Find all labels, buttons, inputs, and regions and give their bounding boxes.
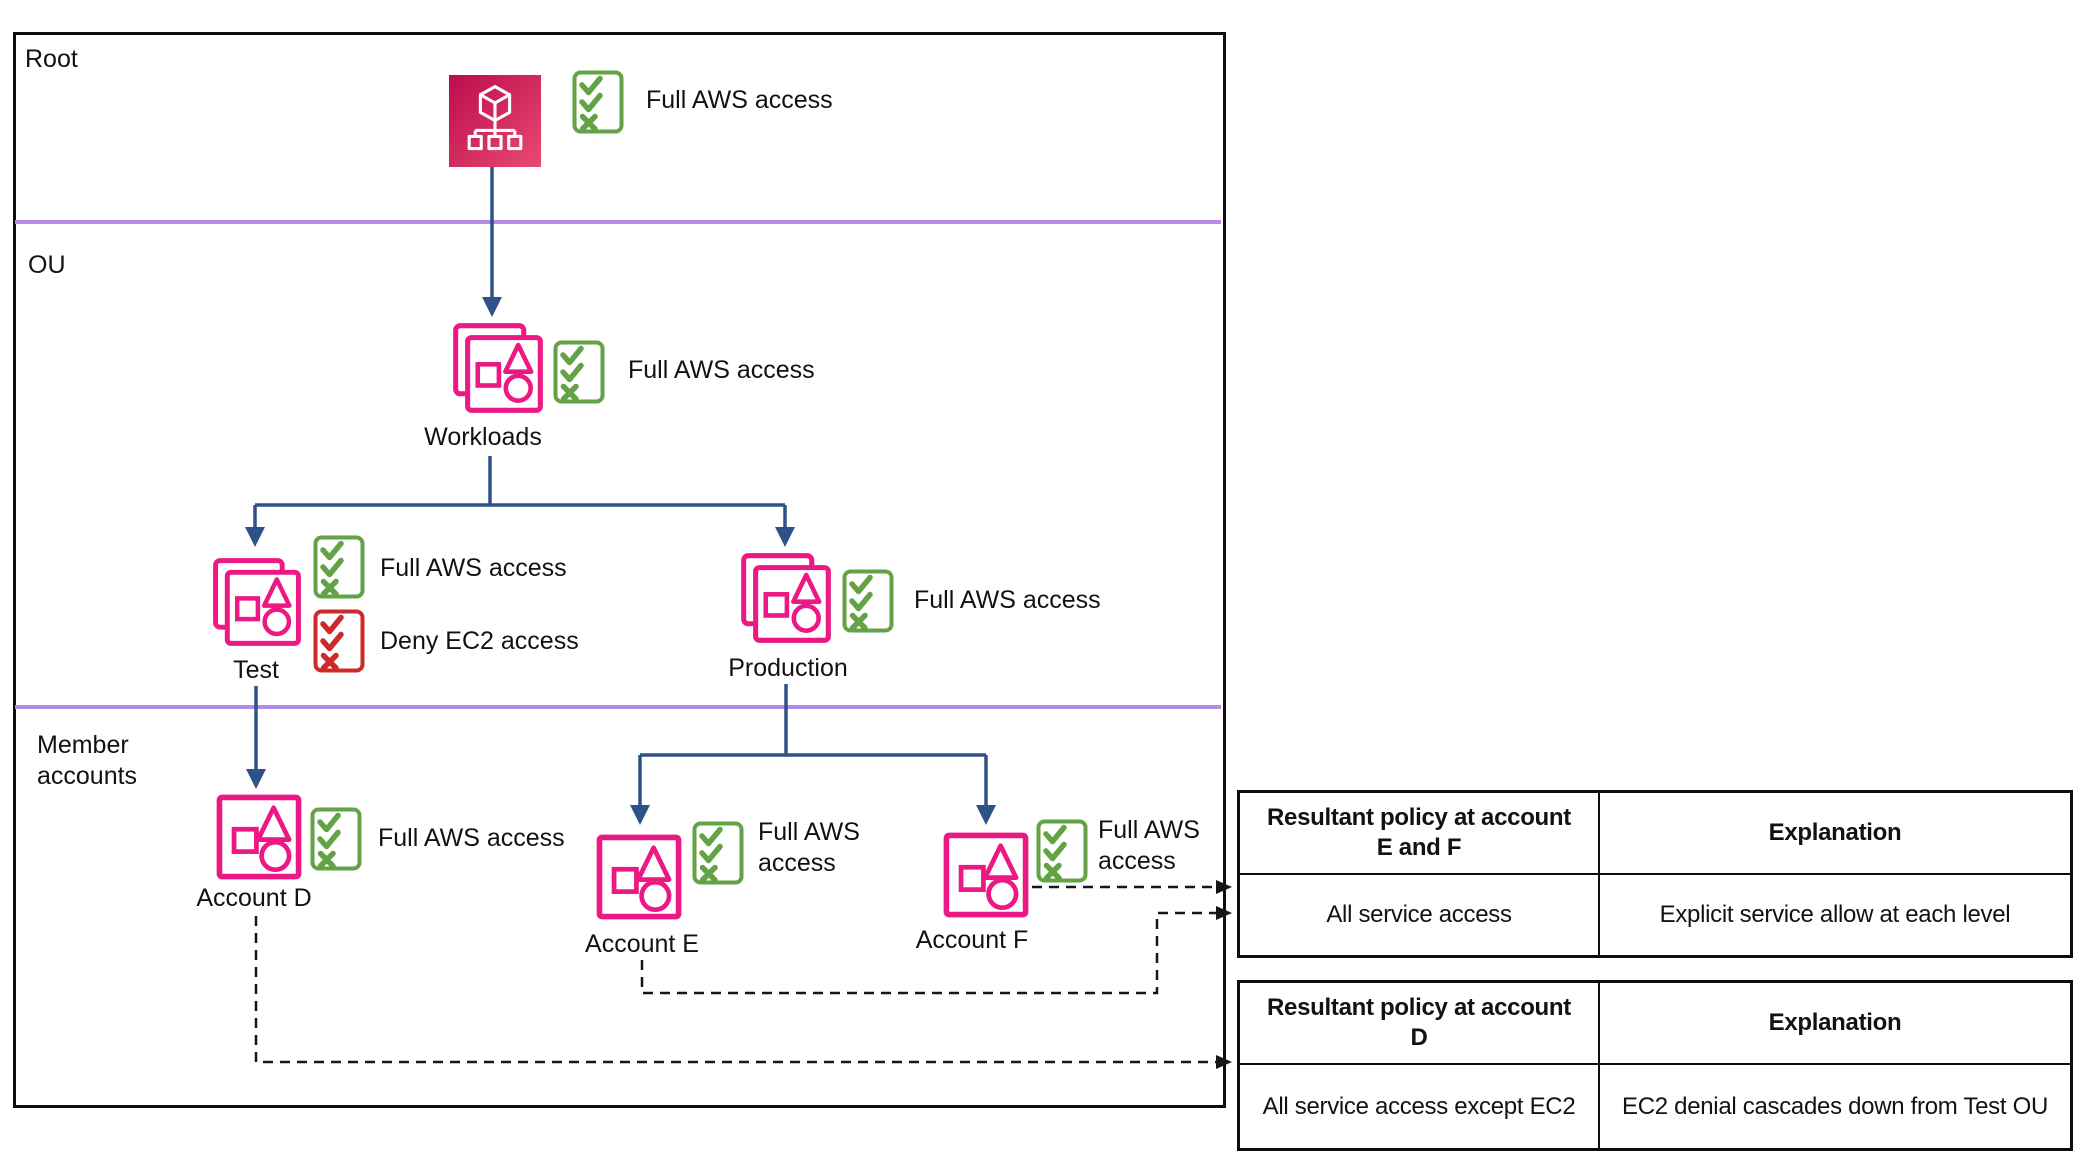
test-allow-policy-text: Full AWS access (380, 554, 567, 582)
resultant-policy-table-e-f: Resultant policy at account E and F Expl… (1237, 790, 2073, 958)
workloads-label: Workloads (424, 423, 542, 451)
checklist-allow-icon (572, 70, 624, 134)
table-cell-policy-d: All service access except EC2 (1240, 1063, 1598, 1148)
checklist-allow-icon (313, 535, 365, 599)
checklist-allow-icon (842, 569, 894, 633)
account-e-label: Account E (585, 930, 699, 958)
resultant-policy-table-d: Resultant policy at account D Explanatio… (1237, 980, 2073, 1151)
table-cell-policy-e-f: All service access (1240, 873, 1598, 955)
test-label: Test (233, 656, 279, 684)
account-f-policy-text: Full AWS access (1098, 816, 1200, 875)
ou-icon-workloads (452, 322, 544, 414)
account-e-policy-text: Full AWS access (758, 818, 860, 877)
workloads-policy-text: Full AWS access (628, 356, 815, 384)
ou-icon-test (212, 556, 302, 648)
table-cell-explanation-e-f: Explicit service allow at each level (1598, 873, 2070, 955)
table-header-policy-e-f: Resultant policy at account E and F (1267, 804, 1571, 861)
root-ou-divider (15, 220, 1221, 224)
table-header-explanation: Explanation (1598, 983, 2070, 1063)
ou-icon-production (740, 552, 832, 644)
account-icon-e (596, 833, 682, 921)
account-icon-d (216, 794, 302, 880)
section-label-root: Root (25, 45, 78, 73)
account-icon-f (943, 831, 1029, 919)
account-d-policy-text: Full AWS access (378, 824, 565, 852)
checklist-deny-icon (313, 609, 365, 673)
organizations-icon (449, 75, 541, 167)
section-label-member-accounts: Member accounts (37, 731, 138, 790)
account-d-label: Account D (196, 884, 312, 912)
checklist-allow-icon (692, 821, 744, 885)
test-deny-policy-text: Deny EC2 access (380, 627, 579, 655)
production-policy-text: Full AWS access (914, 586, 1101, 614)
production-label: Production (728, 654, 848, 682)
checklist-allow-icon (310, 807, 362, 871)
account-f-label: Account F (915, 926, 1029, 954)
table-header-policy-d: Resultant policy at account D (1267, 994, 1571, 1051)
table-header-explanation: Explanation (1598, 793, 2070, 873)
checklist-allow-icon (1036, 819, 1088, 883)
table-cell-explanation-d: EC2 denial cascades down from Test OU (1598, 1063, 2070, 1148)
checklist-allow-icon (553, 340, 605, 404)
section-label-ou: OU (28, 251, 66, 279)
root-policy-text: Full AWS access (646, 86, 833, 114)
ou-member-divider (15, 705, 1221, 709)
